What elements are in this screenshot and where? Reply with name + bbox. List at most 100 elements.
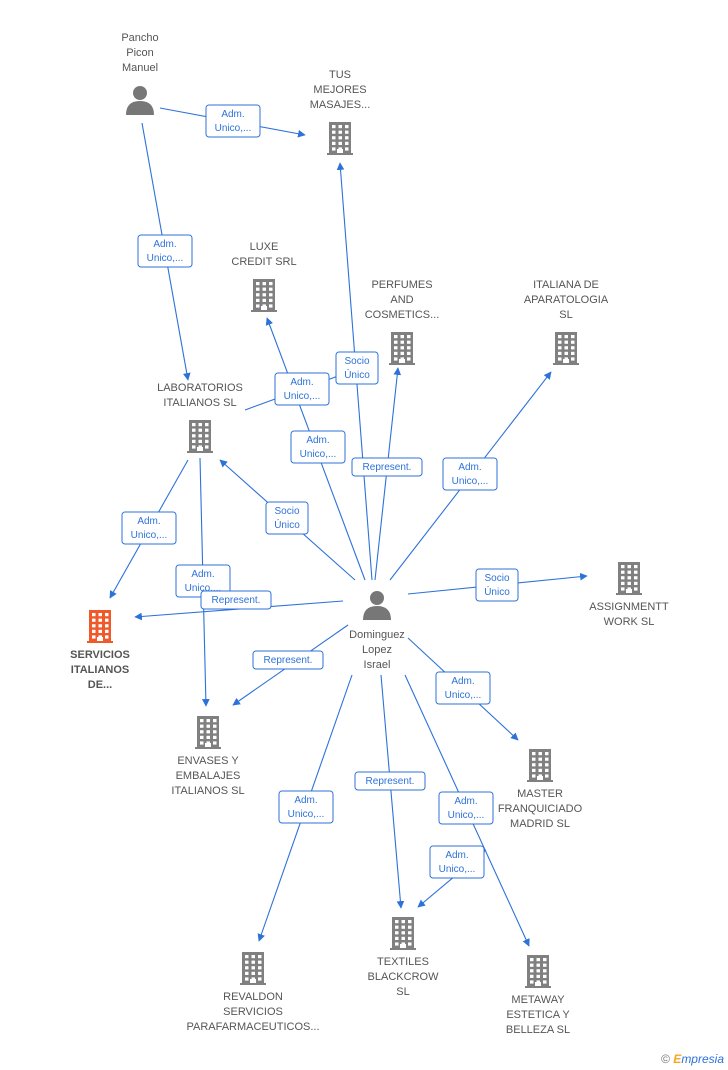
edge-label-dominguez-metaway[interactable]: Adm. Unico,...	[438, 791, 494, 825]
node-perfumes[interactable]: PERFUMESANDCOSMETICS...	[365, 279, 440, 365]
node-label-line: EMBALAJES	[176, 770, 241, 782]
edge-label-dominguez-envases[interactable]: Represent.	[252, 650, 324, 670]
edge-label-dominguez-italiana[interactable]: Adm.Unico,...	[442, 457, 498, 491]
building-icon	[87, 610, 113, 643]
edge-label-text: Unico,...	[147, 253, 184, 264]
edge-label-dominguez-master[interactable]: Adm.Unico,...	[435, 671, 491, 705]
edge-label-text: Adm.	[445, 850, 468, 861]
node-label-line: FRANQUICIADO	[498, 803, 583, 815]
edge-label-laboratorios-servicios[interactable]: Adm.Unico,...	[121, 511, 177, 545]
building-icon	[195, 716, 221, 749]
node-label-line: MASAJES...	[310, 99, 371, 111]
node-label-line: BLACKCROW	[368, 971, 440, 983]
node-master[interactable]: MASTER FRANQUICIADO MADRID SL	[498, 749, 583, 830]
edge-label-box	[200, 590, 272, 610]
node-label-line: COSMETICS...	[365, 309, 440, 321]
edge-label-text: Unico,...	[448, 810, 485, 821]
edge-label-text: Adm.	[294, 795, 317, 806]
node-label-line: MADRID SL	[510, 818, 570, 830]
edge-label-text: Represent.	[363, 462, 412, 473]
edge-label-text: Adm.	[454, 796, 477, 807]
node-label-line: CREDIT SRL	[231, 256, 296, 268]
edge-label-laboratorios-perfumes[interactable]: Adm. Unico,...	[274, 372, 330, 406]
building-icon	[389, 332, 415, 365]
edge-label-box	[335, 351, 379, 385]
edge-label-text: Adm.	[290, 377, 313, 388]
node-label-line: Israel	[364, 659, 391, 671]
node-label-line: MASTER	[517, 788, 563, 800]
edge-label-dominguez-luxe[interactable]: Adm. Unico,...	[290, 430, 346, 464]
edge-label-text: Único	[484, 585, 510, 598]
edge-label-text: Unico,...	[215, 123, 252, 134]
building-icon	[527, 749, 553, 782]
person-icon	[363, 591, 391, 620]
footer-brand[interactable]: © Empresia	[661, 1052, 724, 1066]
nodes-layer: PanchoPiconManuelTUSMEJORESMASAJES...LUX…	[70, 32, 669, 1036]
edge-label-dominguez-servicios[interactable]: Represent.	[200, 590, 272, 610]
edge-label-text: Único	[274, 518, 300, 531]
edge-label-text: Adm.	[306, 435, 329, 446]
edge-label-box	[274, 372, 330, 406]
edge-label-text: Socio	[484, 573, 509, 584]
edge-label-box	[435, 671, 491, 705]
edge-label-text: Unico,...	[284, 391, 321, 402]
edge-label-text: Unico,...	[300, 449, 337, 460]
edge-label-dominguez-tus[interactable]: Represent.	[351, 457, 423, 477]
node-revaldon[interactable]: REVALDONSERVICIOSPARAFARMACEUTICOS...	[186, 952, 320, 1033]
edge-label-text: Unico,...	[452, 476, 489, 487]
node-label-line: Manuel	[122, 62, 158, 74]
edge-label-text: Socio	[344, 356, 369, 367]
person-icon	[126, 86, 154, 115]
edge-label-text: Represent.	[212, 595, 261, 606]
edge-label-text: Socio	[274, 506, 299, 517]
node-tus[interactable]: TUSMEJORESMASAJES...	[310, 69, 371, 155]
edge-label-dominguez-textiles[interactable]: Represent.	[354, 771, 426, 791]
node-servicios[interactable]: SERVICIOSITALIANOSDE...	[70, 610, 130, 691]
node-label-line: ITALIANOS	[71, 664, 129, 676]
edge-label-text: Adm.	[153, 239, 176, 250]
edge-label-text: Represent.	[366, 776, 415, 787]
edge-label-box	[265, 501, 309, 535]
building-icon	[327, 122, 353, 155]
node-label-line: ENVASES Y	[177, 755, 239, 767]
node-label-line: SERVICIOS	[223, 1006, 283, 1018]
edge-label-box	[278, 790, 334, 824]
node-label-line: ASSIGNMENTT	[589, 601, 669, 613]
edge-label-text: Adm.	[221, 109, 244, 120]
edge-label-metaway-textiles[interactable]: Adm.Unico,...	[429, 845, 485, 879]
node-label-line: LUXE	[250, 241, 279, 253]
edge-label-box	[121, 511, 177, 545]
node-label-line: AND	[390, 294, 413, 306]
node-label-line: MEJORES	[313, 84, 366, 96]
node-luxe[interactable]: LUXE CREDIT SRL	[231, 241, 297, 312]
node-label-line: SL	[559, 309, 572, 321]
edge-label-box	[351, 457, 423, 477]
brand-logo-initial: E	[673, 1052, 682, 1066]
building-icon	[616, 562, 642, 595]
node-label-line: TEXTILES	[377, 956, 429, 968]
node-label-line: APARATOLOGIA	[524, 294, 609, 306]
node-label-line: METAWAY	[511, 994, 565, 1006]
edge-label-text: Represent.	[264, 655, 313, 666]
edge-label-pancho-laboratorios[interactable]: Adm. Unico,...	[137, 234, 193, 268]
brand-logo-name: mpresia	[681, 1052, 724, 1066]
edge-label-box	[475, 568, 519, 602]
edge-label-pancho-tus[interactable]: Adm. Unico,...	[205, 104, 261, 138]
edge-label-text: Adm.	[191, 569, 214, 580]
edge-label-dominguez-revaldon[interactable]: Adm.Unico,...	[278, 790, 334, 824]
node-label-line: DE...	[88, 679, 112, 691]
node-label-line: Dominguez	[349, 629, 405, 641]
edge-label-box	[438, 791, 494, 825]
